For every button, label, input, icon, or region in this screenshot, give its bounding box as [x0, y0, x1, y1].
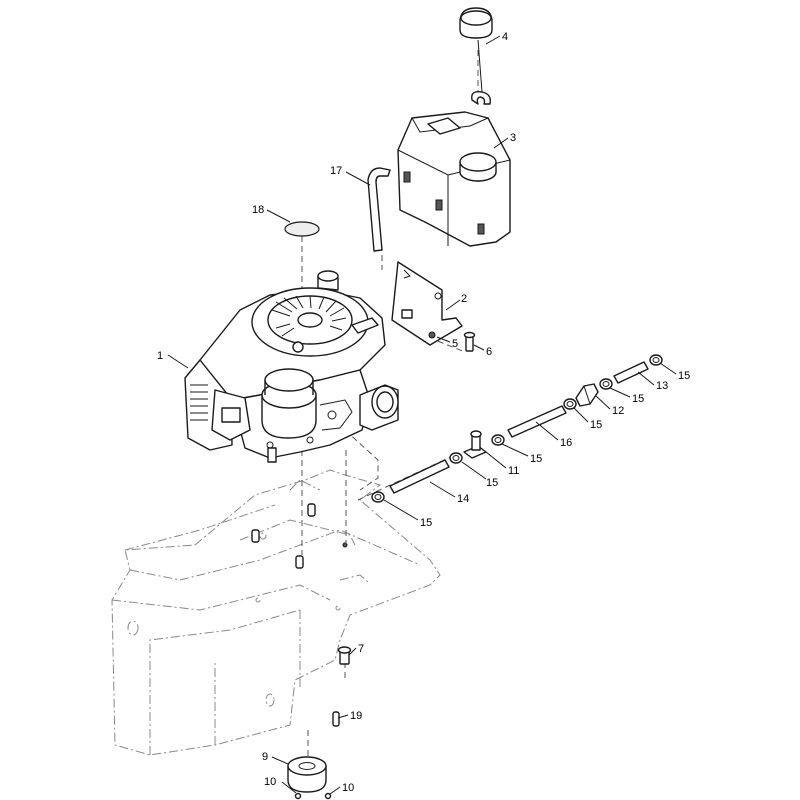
callout-9: 9 [262, 751, 268, 763]
fuel-hose-vent [367, 167, 391, 252]
fuel-cap [459, 7, 493, 105]
callout-4: 4 [502, 31, 508, 43]
callout-15-a: 15 [420, 517, 432, 529]
pin [332, 711, 340, 727]
callout-18: 18 [252, 204, 264, 216]
hose-clamp [599, 378, 613, 390]
callout-11: 11 [508, 465, 519, 477]
hose-clamp [449, 452, 463, 464]
callout-12: 12 [612, 405, 624, 417]
bracket-screw [463, 331, 476, 352]
callout-14: 14 [457, 493, 469, 505]
callout-15-d: 15 [590, 419, 602, 431]
mount-bolt [337, 646, 352, 665]
deck-mount-bosses [251, 503, 348, 569]
tank-bracket [391, 261, 463, 346]
callout-19: 19 [350, 710, 362, 722]
callout-numbers: 1 2 3 4 5 6 7 9 10 10 11 12 13 14 15 15 … [157, 31, 690, 794]
callout-10-right: 10 [342, 782, 354, 794]
callout-15-e: 15 [632, 393, 644, 405]
mower-deck-phantom [111, 469, 441, 756]
callout-6: 6 [486, 346, 492, 358]
inline-fuel-filter [575, 383, 599, 407]
callout-15-b: 15 [486, 477, 498, 489]
hose-clamp [649, 354, 663, 366]
callout-5: 5 [452, 338, 458, 350]
grommet [287, 756, 327, 793]
callout-15-c: 15 [530, 453, 542, 465]
fuel-line-assembly [371, 354, 663, 503]
screws-bottom [294, 792, 332, 800]
callout-1: 1 [157, 350, 163, 362]
hose-clamp [563, 398, 577, 410]
hose-clamp [371, 491, 385, 503]
fuel-tank [397, 111, 511, 247]
fuel-shutoff-valve [463, 430, 487, 459]
leader-lines [167, 35, 677, 795]
callout-7: 7 [358, 643, 364, 655]
callout-13: 13 [656, 380, 668, 392]
callout-3: 3 [510, 132, 516, 144]
engine [184, 270, 399, 463]
callout-2: 2 [461, 293, 467, 305]
callout-16: 16 [560, 437, 572, 449]
hose-clamp [491, 434, 505, 446]
callout-10-left: 10 [264, 776, 276, 788]
callout-15-f: 15 [678, 370, 690, 382]
filter-disc [284, 221, 320, 237]
callout-17: 17 [330, 165, 342, 177]
